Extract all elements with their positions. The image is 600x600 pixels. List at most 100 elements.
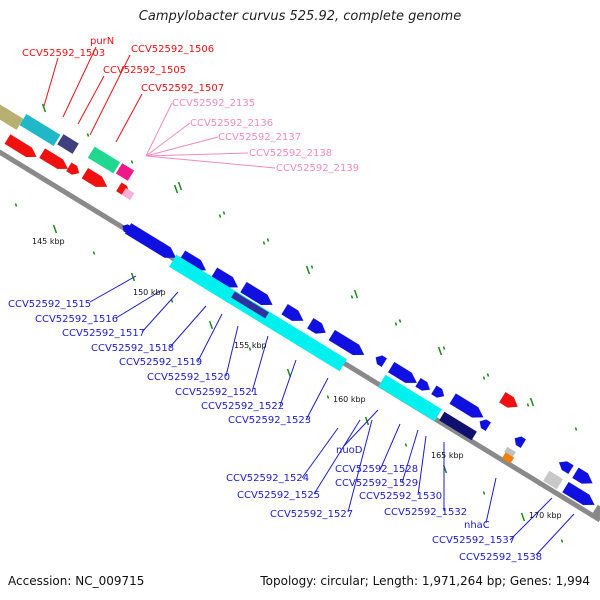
leader-pink-1: [145, 122, 191, 157]
gene-label-1537: CCV52592_1537: [432, 535, 515, 546]
scale-label-165: 165 kbp: [431, 451, 464, 460]
leader-pink-4: [145, 155, 276, 169]
tick-middle-12: [482, 491, 486, 495]
leader-blue-10: [301, 427, 339, 479]
tick-upper-3: [173, 184, 179, 194]
leader-blue-12: [347, 419, 373, 513]
leader-1503: [43, 57, 59, 107]
gene-label-1523: CCV52592_1523: [228, 415, 311, 426]
tick-upper-5: [262, 241, 266, 245]
topology-text: Topology: circular; Length: 1,971,264 bp…: [260, 574, 590, 588]
gene-label-1519: CCV52592_1519: [119, 357, 202, 368]
gene-label-1516: CCV52592_1516: [35, 314, 118, 325]
feature-pink: [121, 187, 135, 201]
tick-middle-8: [326, 395, 330, 399]
scale-label-145: 145 kbp: [32, 237, 65, 246]
gene-label-2139: CCV52592_2139: [276, 163, 359, 174]
tick-right-3: [310, 265, 314, 269]
tick-upper-4: [218, 214, 222, 218]
feature-blue-7: [328, 329, 365, 356]
feature-blue-8: [375, 355, 388, 368]
leader-pink-0: [145, 102, 173, 157]
gene-label-1518: CCV52592_1518: [91, 343, 174, 354]
feature-red-1: [4, 134, 37, 158]
gene-label-1522: CCV52592_1522: [201, 401, 284, 412]
leader-blue-19: [535, 513, 575, 556]
scale-label-150: 150 kbp: [133, 288, 166, 297]
gene-label-1506: CCV52592_1506: [131, 44, 214, 55]
tick-middle-2: [92, 251, 96, 255]
feature-grey-b: [543, 470, 563, 490]
scale-label-170: 170 kbp: [529, 511, 562, 520]
tick-right-4: [353, 289, 359, 299]
gene-label-1525: CCV52592_1525: [237, 490, 320, 501]
feature-cyan-b: [378, 374, 442, 422]
feature-navy-c: [439, 411, 477, 441]
gene-label-2137: CCV52592_2137: [218, 132, 301, 143]
feature-blue-15: [558, 461, 574, 475]
tick-upper-11: [526, 403, 530, 407]
feature-navy-a: [57, 134, 79, 154]
leader-blue-11: [313, 419, 361, 495]
tick-middle-4: [170, 299, 174, 303]
leader-blue-5: [225, 325, 239, 377]
leader-blue-2: [141, 291, 179, 333]
feature-red-4: [81, 167, 108, 188]
feature-navy-b: [231, 291, 269, 319]
feature-olive: [0, 104, 24, 130]
tick-middle-7: [286, 368, 292, 378]
tick-middle-0: [14, 203, 18, 207]
tick-middle-5: [208, 320, 214, 330]
map-title: Campylobacter curvus 525.92, complete ge…: [138, 9, 462, 24]
tick-right-7: [486, 373, 490, 377]
leader-pink-2: [145, 136, 219, 157]
tick-upper-10: [482, 376, 486, 380]
feature-blue-11: [430, 385, 445, 398]
leader-blue-8: [305, 377, 329, 421]
gene-label-1530: CCV52592_1530: [359, 491, 442, 502]
leader-blue-0: [89, 275, 137, 303]
label-leaders: [43, 46, 575, 556]
gene-label-1517: CCV52592_1517: [62, 328, 145, 339]
tick-right-5: [398, 319, 402, 323]
tick-middle-3: [130, 272, 136, 282]
leader-blue-13: [379, 423, 401, 471]
gene-label-1503: CCV52592_1503: [22, 48, 105, 59]
tick-middle-13: [520, 512, 526, 522]
leader-pink-3: [145, 152, 249, 157]
feature-blue-14: [514, 436, 527, 449]
feature-blue-3: [210, 267, 239, 288]
feature-magenta: [115, 163, 135, 181]
feature-tracks: [0, 104, 600, 520]
tick-marks: [14, 103, 578, 543]
feature-blue-16: [571, 467, 593, 484]
leader-1505: [77, 75, 105, 125]
tick-right-2: [266, 238, 270, 242]
leader-blue-1: [115, 289, 163, 319]
tick-right-8: [529, 397, 535, 407]
accession-text: Accession: NC_009715: [8, 574, 145, 588]
leader-blue-3: [169, 305, 207, 348]
gene-label-2136: CCV52592_2136: [190, 118, 273, 129]
leader-blue-9: [343, 409, 379, 447]
feature-cyan-a: [19, 114, 61, 146]
gene-label-1524: CCV52592_1524: [226, 473, 309, 484]
feature-blue-4: [240, 281, 273, 306]
tick-upper-2: [130, 160, 134, 164]
tick-upper-8: [394, 322, 398, 326]
gene-label-1538: CCV52592_1538: [459, 552, 542, 563]
gene-label-1521: CCV52592_1521: [175, 387, 258, 398]
gene-label-1520: CCV52592_1520: [147, 372, 230, 383]
gene-label-nuoD: nuoD: [336, 445, 363, 456]
gene-label-1529: CCV52592_1529: [335, 478, 418, 489]
feature-green: [87, 146, 121, 174]
feature-blue-6: [306, 317, 327, 334]
feature-red-3: [65, 162, 80, 175]
leader-blue-15: [417, 435, 427, 496]
leader-blue-6: [251, 335, 269, 393]
feature-grey-a: [504, 446, 516, 458]
tick-middle-10: [404, 443, 408, 447]
tick-right-0: [177, 181, 183, 191]
gene-label-nhaC: nhaC: [464, 520, 490, 531]
